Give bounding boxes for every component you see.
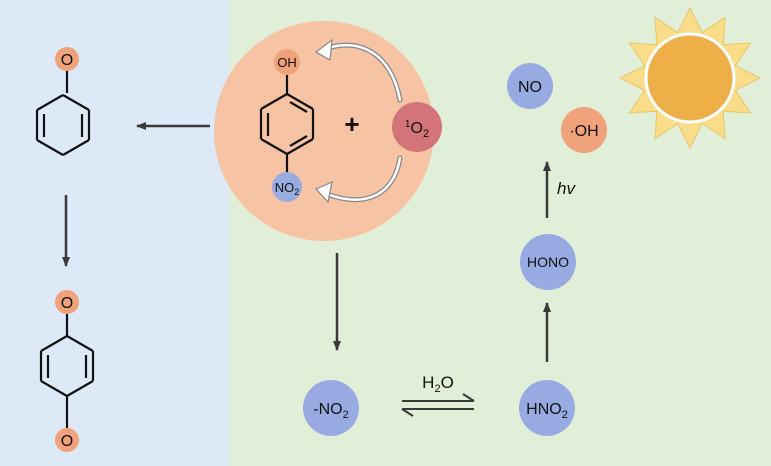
cyclohexadienone-structure <box>35 71 91 156</box>
equilibrium-arrows <box>401 393 475 417</box>
curved-arrow-lower-head <box>314 180 333 204</box>
sun-core <box>644 32 736 124</box>
hydroxyl-radical-label: ·OH <box>569 123 598 140</box>
plus-sign: + <box>344 109 359 139</box>
nitrous-acid-bubble <box>519 380 575 436</box>
nitrophenol-oh-label: OH <box>277 55 297 70</box>
reaction-disc <box>214 21 434 241</box>
benzoquinone-structure <box>39 314 95 428</box>
nitrophenol-oh-group <box>274 49 300 75</box>
hydroxyl-radical-bubble <box>561 107 607 153</box>
curved-arrow-upper-head <box>314 38 333 61</box>
benzoquinone-bottom-oxygen-atom <box>55 428 79 452</box>
nitrophenol-no2-group <box>272 172 302 202</box>
nitrophenol-no2-label: NO2 <box>275 180 300 197</box>
singlet-oxygen-bubble <box>392 102 442 152</box>
left-panel-background <box>0 0 229 466</box>
nitrous-acid-label: HNO2 <box>526 401 568 421</box>
sun-icon <box>618 6 762 150</box>
cyclohexadienone-oxygen-label: O <box>61 52 73 69</box>
cyclohexadienone-oxygen-atom <box>55 47 79 71</box>
hono-label: HONO <box>527 254 569 270</box>
benzoquinone-top-oxygen-label: O <box>61 295 73 312</box>
hono-bubble <box>520 234 576 290</box>
benzoquinone-top-oxygen-atom <box>55 290 79 314</box>
nitrite-label: -NO2 <box>313 401 348 421</box>
benzoquinone-bottom-oxygen-label: O <box>61 433 73 450</box>
nitric-oxide-bubble <box>507 63 553 109</box>
nitric-oxide-label: NO <box>518 79 542 96</box>
singlet-oxygen-label: 1O2 <box>405 119 429 140</box>
photon-label: hv <box>557 179 576 198</box>
water-label: H2O <box>422 373 454 395</box>
nitrophenol-structure <box>259 74 315 174</box>
nitrite-bubble <box>303 380 359 436</box>
